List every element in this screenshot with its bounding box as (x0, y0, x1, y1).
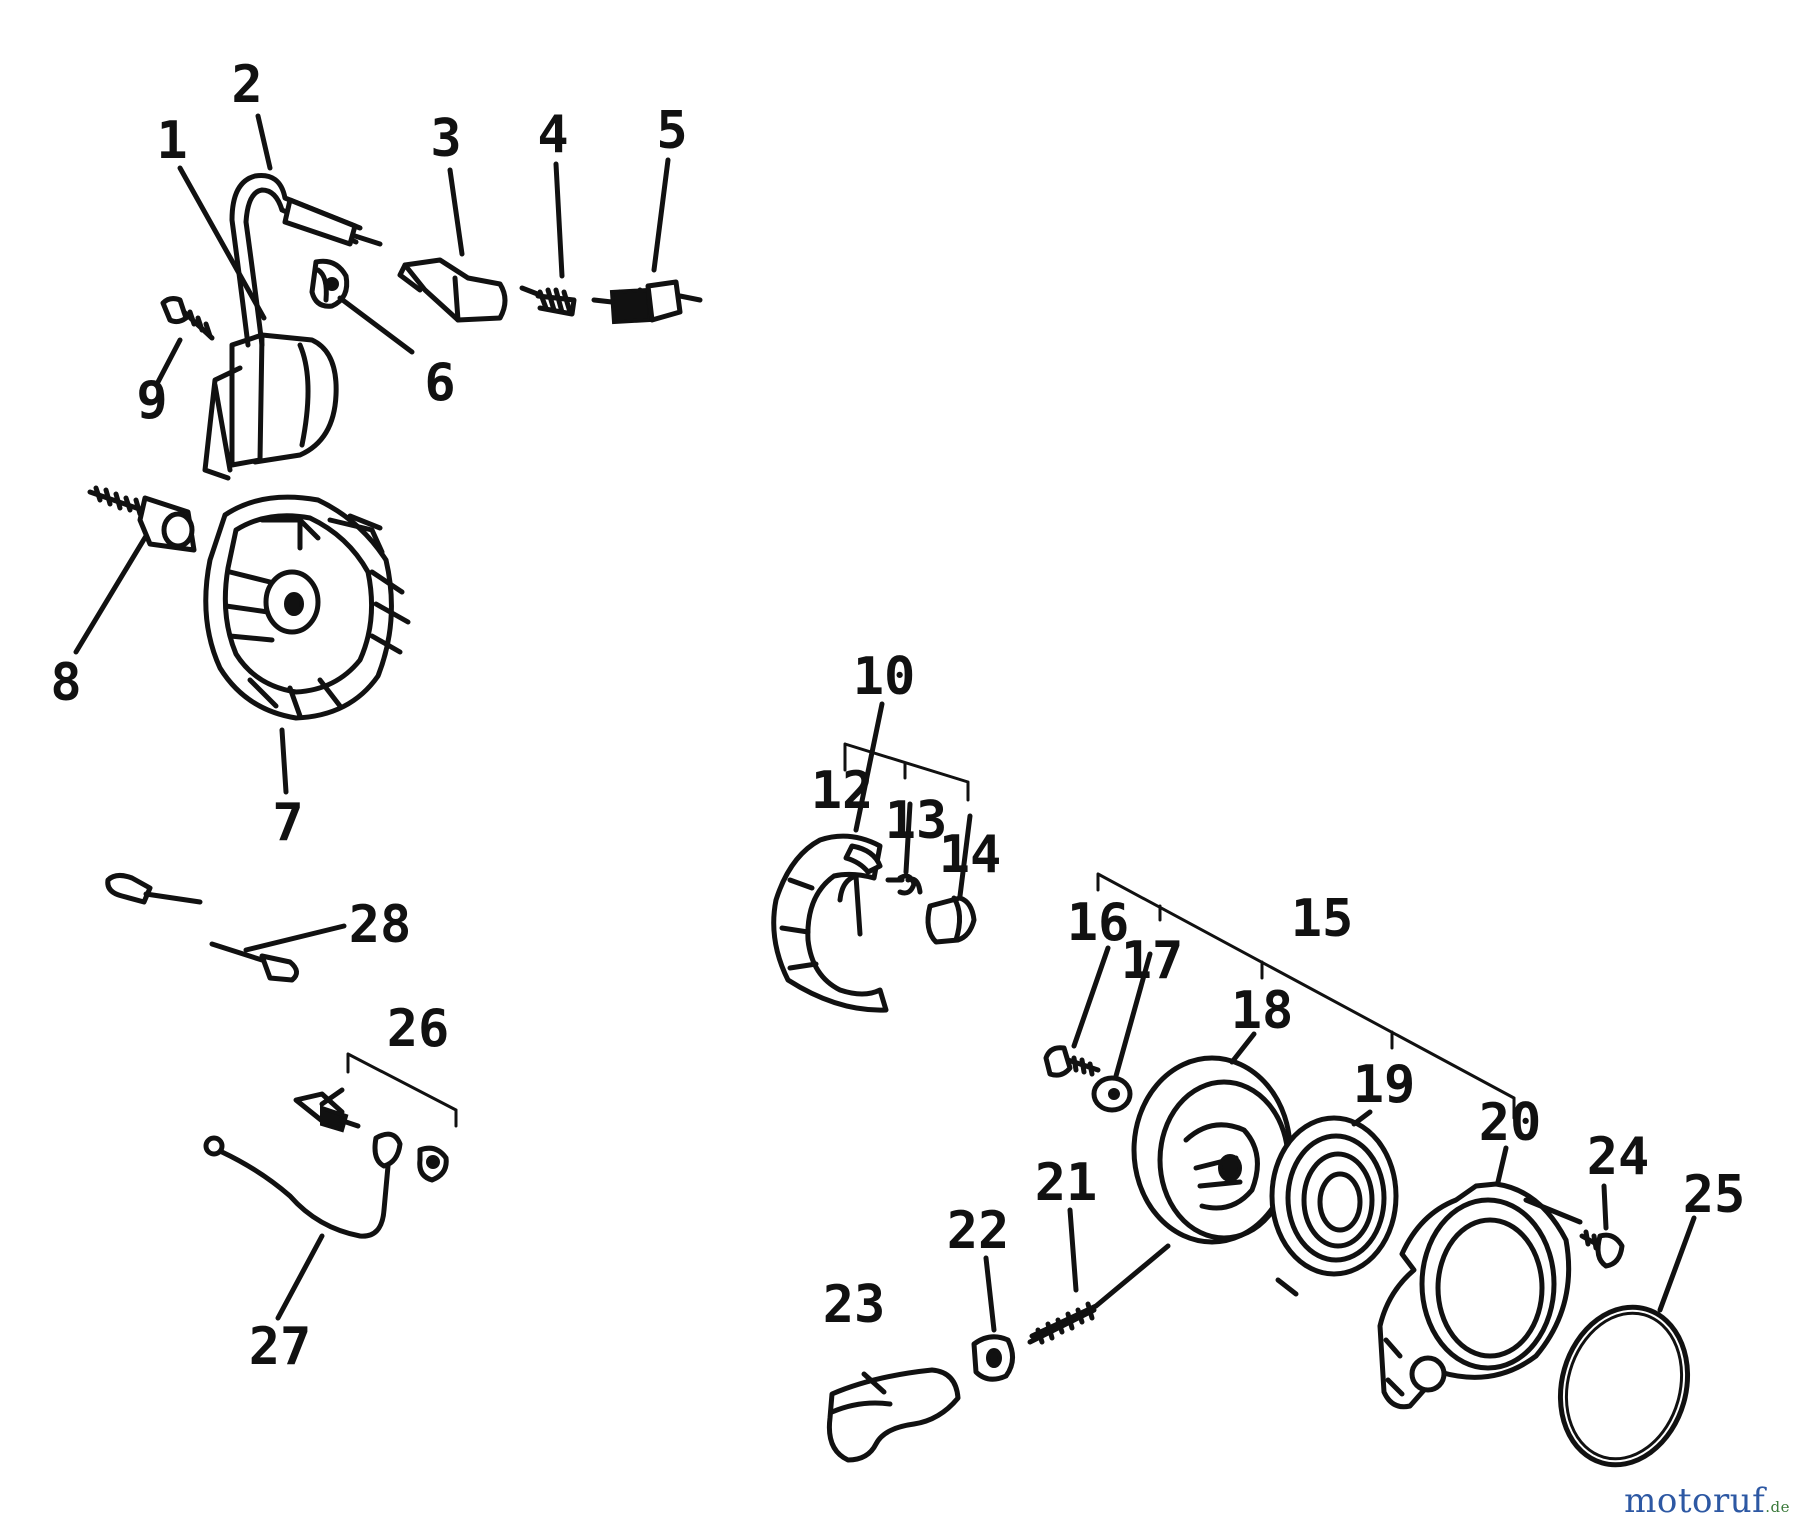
bracket-group-26 (346, 1052, 458, 1128)
callout-24: 24 (1587, 1127, 1650, 1187)
callout-6: 6 (424, 353, 455, 413)
part-ground-lead (203, 1131, 403, 1239)
callout-17: 17 (1121, 931, 1184, 991)
callout-1: 1 (156, 111, 187, 171)
callout-5: 5 (656, 101, 687, 161)
part-ht-lead (229, 172, 383, 348)
callout-10: 10 (853, 647, 916, 707)
part-ignition-coil (202, 332, 339, 481)
part-spark-plug (591, 279, 703, 325)
part-flywheel (203, 494, 411, 721)
part-washer (1091, 1075, 1133, 1113)
part-flywheel-nut (87, 485, 197, 553)
callout-8: 8 (50, 653, 81, 713)
callout-27: 27 (249, 1317, 312, 1377)
part-recoil-pulley (1131, 1055, 1293, 1245)
callout-9: 9 (136, 371, 167, 431)
callout-19: 19 (1353, 1055, 1416, 1115)
callout-7: 7 (272, 793, 303, 853)
part-grommet (309, 258, 350, 309)
part-spark-plug-cap (397, 257, 508, 323)
part-starter-handle (826, 1367, 961, 1463)
callout-21: 21 (1035, 1153, 1098, 1213)
part-wires (105, 872, 299, 983)
bracket-group-10 (843, 742, 970, 802)
callout-3: 3 (430, 109, 461, 169)
part-recoil-spring (1269, 1115, 1399, 1297)
part-o-ring (1557, 1304, 1691, 1468)
callout-16: 16 (1067, 893, 1130, 953)
part-housing-screw (1579, 1229, 1625, 1269)
callout-18: 18 (1231, 981, 1294, 1041)
part-coil-screw (160, 296, 215, 341)
bracket-group-15 (1096, 872, 1516, 1120)
callout-22: 22 (947, 1201, 1010, 1261)
callout-numbers: 1 2 3 4 5 6 7 8 9 10 12 13 14 15 16 17 1… (50, 55, 1745, 1377)
part-recoil-screw (1043, 1045, 1101, 1078)
callout-28: 28 (349, 895, 412, 955)
callout-14: 14 (939, 825, 1002, 885)
callout-23: 23 (823, 1275, 886, 1335)
watermark-brand: motoruf (1624, 1481, 1766, 1521)
callout-12: 12 (811, 761, 874, 821)
callout-26: 26 (387, 999, 450, 1059)
part-rope-knob (971, 1334, 1015, 1382)
part-spring-terminal (519, 285, 577, 317)
callout-15: 15 (1291, 889, 1354, 949)
part-clutch-shoes (771, 833, 889, 1013)
callout-2: 2 (231, 55, 262, 115)
part-starter-housing (1377, 1181, 1583, 1410)
watermark-tld: .de (1765, 1498, 1790, 1516)
callout-20: 20 (1479, 1093, 1542, 1153)
part-starter-rope (1027, 1243, 1171, 1345)
part-clutch-spring (885, 873, 923, 896)
leader-lines (73, 113, 1697, 1395)
part-clutch-boss (925, 895, 977, 945)
part-switch (293, 1091, 449, 1183)
callout-4: 4 (537, 105, 568, 165)
watermark-logo: motoruf.de (1624, 1481, 1790, 1521)
callout-13: 13 (885, 791, 948, 851)
callout-25: 25 (1683, 1165, 1746, 1225)
